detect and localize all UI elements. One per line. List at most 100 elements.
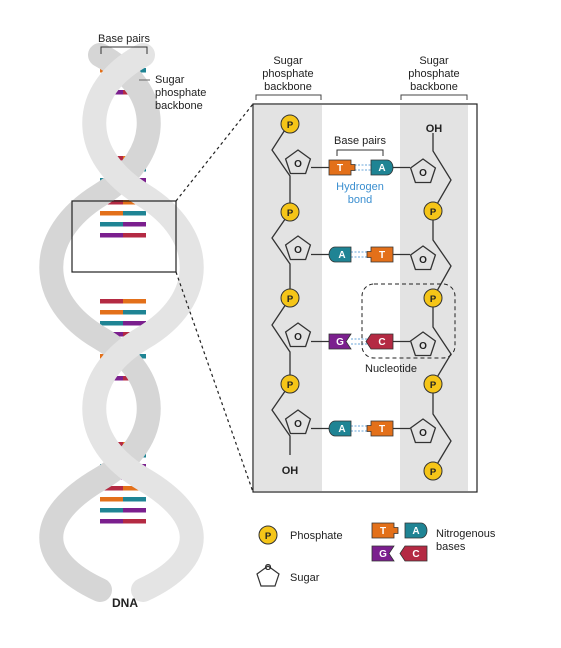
helix-strand [82,43,204,602]
helix-base-segment [123,321,146,326]
top-oh-label: OH [426,123,443,135]
sugar-ring: O [409,331,437,357]
phosphate-circle: P [423,374,443,394]
legend-phosphate: P Phosphate [258,525,343,545]
right-backbone-header: Sugar phosphate backbone [400,55,468,100]
helix-base-segment [123,486,146,491]
base-T: T [371,522,399,539]
sugar-oxygen-letter: O [419,428,427,439]
sugar-oxygen-letter: O [419,341,427,352]
helix-base-segment [123,211,146,216]
helix-base-segment [123,233,146,238]
legend-sugar-letter: O [265,562,272,572]
helix-base-segment [100,321,123,326]
helix-base-segment [100,508,123,513]
base-letter: G [379,549,387,560]
legend-sugar: O Sugar [256,562,320,587]
base-G: G [328,333,352,350]
helix-base-segment [123,508,146,513]
base-letter: A [338,250,345,261]
bottom-oh-label: OH [282,465,299,477]
phosphate-letter: P [430,380,437,391]
dna-label: DNA [112,596,138,610]
base-letter: A [378,163,385,174]
base-letter: C [412,549,419,560]
phosphate-letter: P [430,294,437,305]
phosphate-letter: P [430,467,437,478]
zoom-guide-top [175,103,254,202]
phosphate-groups: P P P P P P P P [280,114,443,481]
left-backbone-header: Sugar phosphate backbone [255,55,322,100]
helix-base-segment [123,299,146,304]
zoom-guide-bottom [175,271,254,493]
base-letter: G [336,337,344,348]
phosphate-letter: P [287,208,294,219]
hydrogen-bond-label-line-1: Hydrogen [336,181,384,193]
legend-phosphate-label: Phosphate [290,530,343,542]
legend-nitrogenous-bases: T A G C [371,522,428,562]
base-letter: T [379,250,385,261]
base-C: C [399,545,428,562]
base-pairs-label: Base pairs [98,33,150,45]
helix-base-segment [100,486,123,491]
base-A: A [370,159,394,176]
base-T: T [366,246,394,263]
phosphate-letter: P [287,120,294,131]
legend-bases-label-line-2: bases [436,541,466,553]
helix-base-segment [100,200,123,205]
detail-base-pairs-bracket: Base pairs [334,135,386,156]
helix-backbone-callout: Sugar phosphate backbone [139,74,206,112]
helix-base-segment [123,519,146,524]
nucleotide-highlight [361,283,456,359]
helix-backbone-label-line-3: backbone [155,100,203,112]
left-backbone-label-line-2: phosphate [262,68,313,80]
base-A: A [404,522,428,539]
sugar-oxygen-letter: O [294,245,302,256]
base-letter: A [412,526,419,537]
sugar-oxygen-letter: O [419,168,427,179]
sugar-oxygen-letter: O [294,159,302,170]
sugar-ring: O [409,418,437,444]
helix-base-segment [100,222,123,227]
base-letter: A [338,424,345,435]
phosphate-circle: P [280,114,300,134]
phosphate-letter: P [430,207,437,218]
base-letter: C [378,337,385,348]
sugar-ring: O [284,235,312,261]
right-backbone-label-line-1: Sugar [419,55,449,67]
right-backbone-label-line-3: backbone [410,81,458,93]
base-C: C [365,333,394,350]
base-T: T [366,420,394,437]
phosphate-circle: P [423,288,443,308]
left-backbone-label-line-3: backbone [264,81,312,93]
helix-strand [39,43,161,602]
phosphate-circle: P [423,201,443,221]
left-backbone-label-line-1: Sugar [273,55,303,67]
phosphate-letter: P [287,294,294,305]
hydrogen-bond-label-line-2: bond [348,194,372,206]
base-G: G [371,545,395,562]
sugar-ring: O [284,149,312,175]
phosphate-circle: P [423,461,443,481]
dna-double-helix [39,43,204,602]
phosphate-circle: P [280,374,300,394]
helix-base-segment [100,310,123,315]
base-letter: T [380,526,386,537]
base-pairs-bracket: Base pairs [98,33,150,54]
sugar-ring: O [284,409,312,435]
phosphate-circle: P [280,202,300,222]
right-backbone-label-line-2: phosphate [408,68,459,80]
zoom-region-box [71,200,177,273]
helix-base-segment [123,222,146,227]
base-letter: T [379,424,385,435]
sugar-ring: O [409,158,437,184]
sugar-ring: O [409,245,437,271]
legend-sugar-label: Sugar [290,572,320,584]
